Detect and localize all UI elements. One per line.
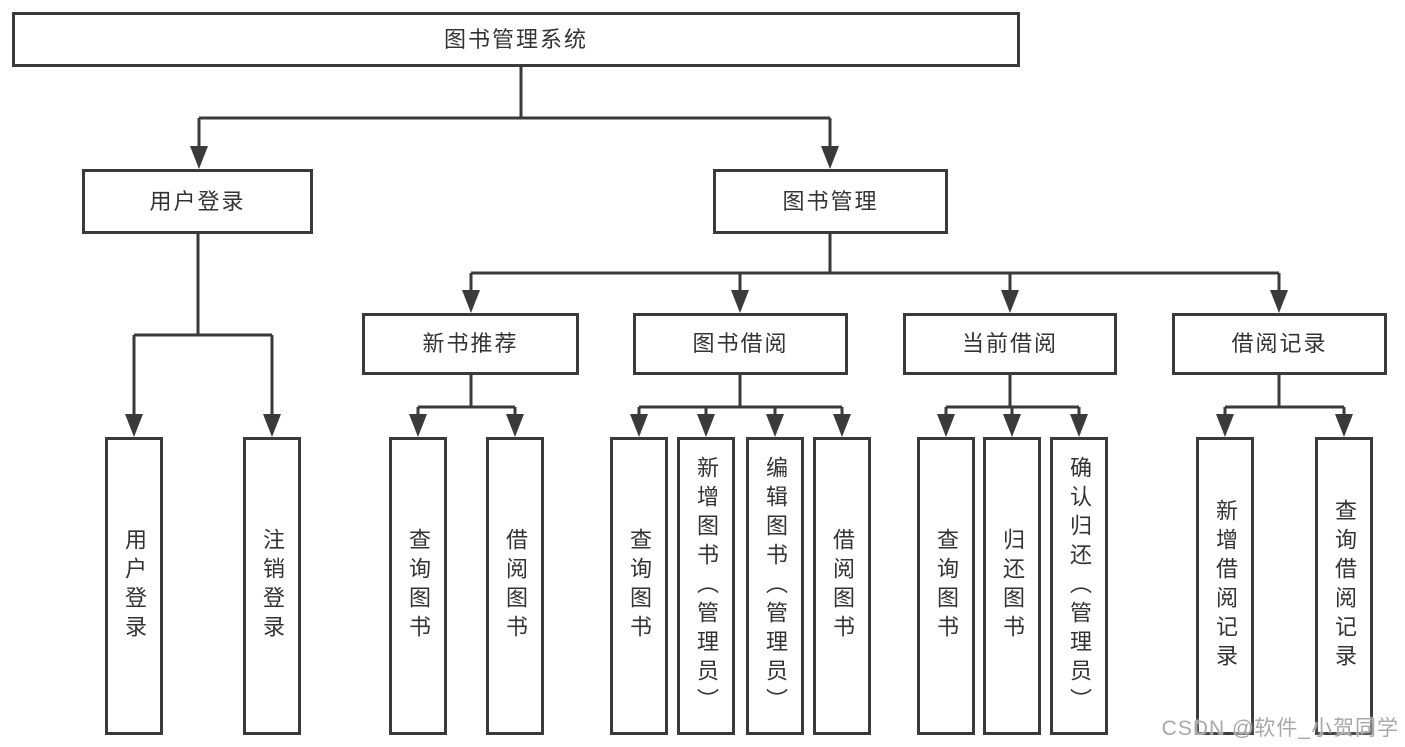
leaf-borrow-book: 借阅图书: [813, 437, 871, 735]
leaf-query-borrow-record: 查询借阅记录: [1315, 437, 1373, 735]
leaf-borrow-book-recommend-label: 借阅图书: [503, 528, 528, 644]
watermark: CSDN @软件_小贺同学: [1161, 717, 1399, 740]
leaf-borrow-book-recommend: 借阅图书: [486, 437, 544, 735]
node-borrow-records: 借阅记录: [1172, 313, 1387, 375]
node-new-book-recommend: 新书推荐: [362, 313, 579, 375]
leaf-return-book: 归还图书: [983, 437, 1041, 735]
node-book-borrowing-label: 图书借阅: [692, 331, 789, 356]
leaf-query-book-current: 查询图书: [917, 437, 975, 735]
leaf-user-login-label: 用户登录: [122, 528, 147, 644]
node-new-book-recommend-label: 新书推荐: [422, 331, 519, 356]
node-borrow-records-label: 借阅记录: [1231, 331, 1328, 356]
leaf-query-book-recommend: 查询图书: [389, 437, 447, 735]
node-book-management: 图书管理: [713, 169, 948, 234]
node-book-borrowing: 图书借阅: [633, 313, 848, 375]
leaf-add-borrow-record-label: 新增借阅记录: [1213, 499, 1238, 673]
leaf-add-book-admin: 新增图书（管理员）: [677, 437, 735, 735]
leaf-add-book-admin-label: 新增图书（管理员）: [694, 455, 719, 717]
leaf-logout: 注销登录: [243, 437, 301, 735]
leaf-query-book-borrowing-label: 查询图书: [627, 528, 652, 644]
leaf-user-login: 用户登录: [105, 437, 163, 735]
node-root-label: 图书管理系统: [443, 26, 588, 52]
leaf-query-borrow-record-label: 查询借阅记录: [1332, 499, 1357, 673]
leaf-query-book-current-label: 查询图书: [934, 528, 959, 644]
leaf-confirm-return-admin-label: 确认归还（管理员）: [1067, 455, 1092, 717]
leaf-query-book-borrowing: 查询图书: [610, 437, 668, 735]
leaf-query-book-recommend-label: 查询图书: [406, 528, 431, 644]
leaf-edit-book-admin-label: 编辑图书（管理员）: [763, 455, 788, 717]
node-root: 图书管理系统: [12, 12, 1020, 67]
node-book-management-label: 图书管理: [782, 188, 879, 214]
node-current-borrowing: 当前借阅: [903, 313, 1117, 375]
leaf-confirm-return-admin: 确认归还（管理员）: [1050, 437, 1108, 735]
leaf-edit-book-admin: 编辑图书（管理员）: [746, 437, 804, 735]
leaf-borrow-book-label: 借阅图书: [830, 528, 855, 644]
node-current-borrowing-label: 当前借阅: [961, 331, 1058, 356]
leaf-logout-label: 注销登录: [260, 528, 285, 644]
leaf-return-book-label: 归还图书: [1000, 528, 1025, 644]
node-user-login: 用户登录: [82, 169, 313, 234]
node-user-login-label: 用户登录: [149, 188, 246, 214]
leaf-add-borrow-record: 新增借阅记录: [1196, 437, 1254, 735]
